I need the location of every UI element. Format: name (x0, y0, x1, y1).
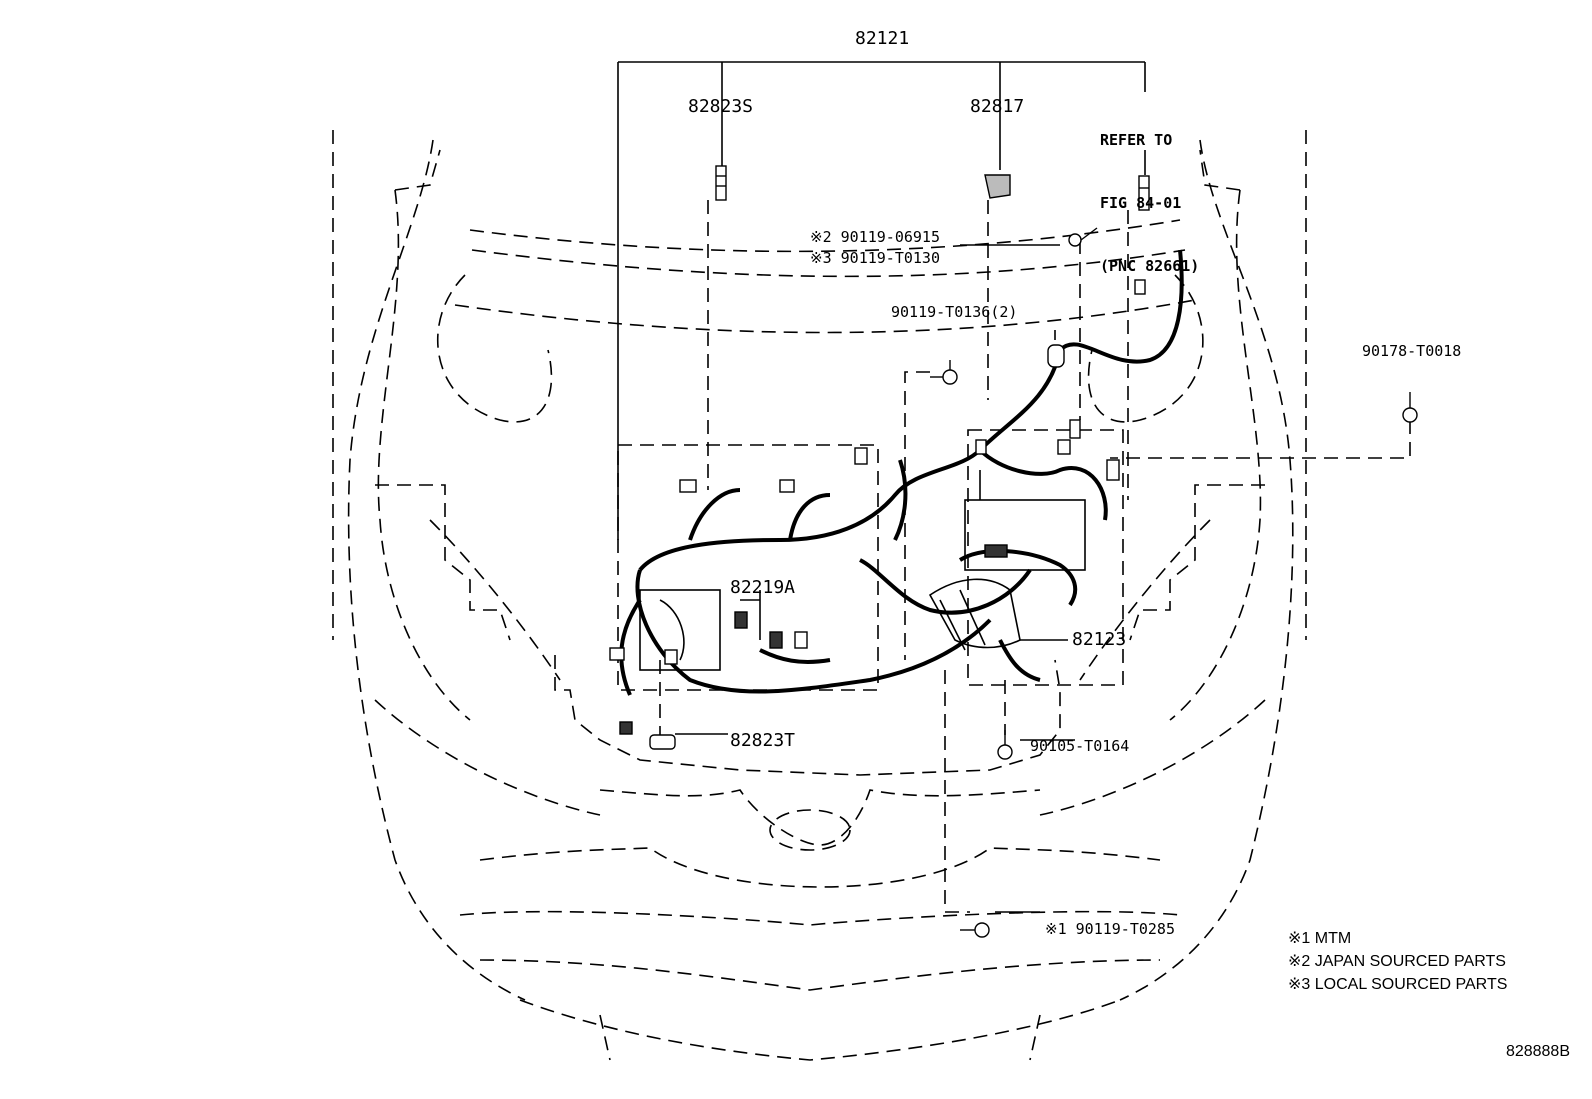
clamp-82823t-icon (649, 734, 676, 750)
label-90119-06915: ※2 90119-06915 (810, 228, 940, 246)
label-90105-t0164: 90105-T0164 (1030, 737, 1130, 755)
refer-line-3: (PNC 82661) (1100, 257, 1200, 275)
connector-82661-icon (1138, 175, 1150, 211)
connectors-misc (609, 279, 1146, 735)
legend-local: ※3 LOCAL SOURCED PARTS (1288, 976, 1508, 993)
nut-90178-t0018-icon (1402, 392, 1418, 423)
figure-id: 828888B (1505, 1043, 1570, 1060)
bolt-90119-06915-icon (1068, 227, 1098, 247)
label-82823t: 82823T (730, 730, 796, 751)
legend-japan: ※2 JAPAN SOURCED PARTS (1288, 953, 1506, 970)
label-82121: 82121 (855, 28, 910, 49)
label-90119-t0136: 90119-T0136(2) (891, 303, 1018, 321)
label-82123: 82123 (1072, 629, 1127, 650)
label-90178-t0018: 90178-T0018 (1362, 342, 1462, 360)
label-refer-to: REFER TO FIG 84-01 (PNC 82661) (1100, 88, 1199, 298)
label-82219a: 82219A (730, 577, 796, 598)
label-90119-t0285: ※1 90119-T0285 (1045, 920, 1175, 938)
legend-mtm: ※1 MTM (1288, 930, 1352, 947)
refer-line-2: FIG 84-01 (1100, 194, 1182, 212)
wire-harness-main (619, 249, 1184, 696)
bolt-90119-t0285-icon (960, 922, 990, 938)
legend: ※1 MTM ※2 JAPAN SOURCED PARTS ※3 LOCAL S… (1288, 927, 1507, 996)
bolt-90119-t0136-icon (930, 360, 958, 385)
clip-82817-icon (984, 174, 1011, 199)
clamp-82823s-icon (715, 165, 727, 201)
label-90119-t0130: ※3 90119-T0130 (810, 249, 940, 267)
harness-bracket-lines (617, 61, 1146, 913)
label-82823s: 82823S (688, 96, 754, 117)
intake-hose (639, 470, 1086, 671)
label-82817: 82817 (970, 96, 1025, 117)
vehicle-body-outline (332, 130, 1411, 1061)
bolt-90105-t0164-icon (997, 730, 1013, 760)
refer-line-1: REFER TO (1100, 131, 1173, 149)
